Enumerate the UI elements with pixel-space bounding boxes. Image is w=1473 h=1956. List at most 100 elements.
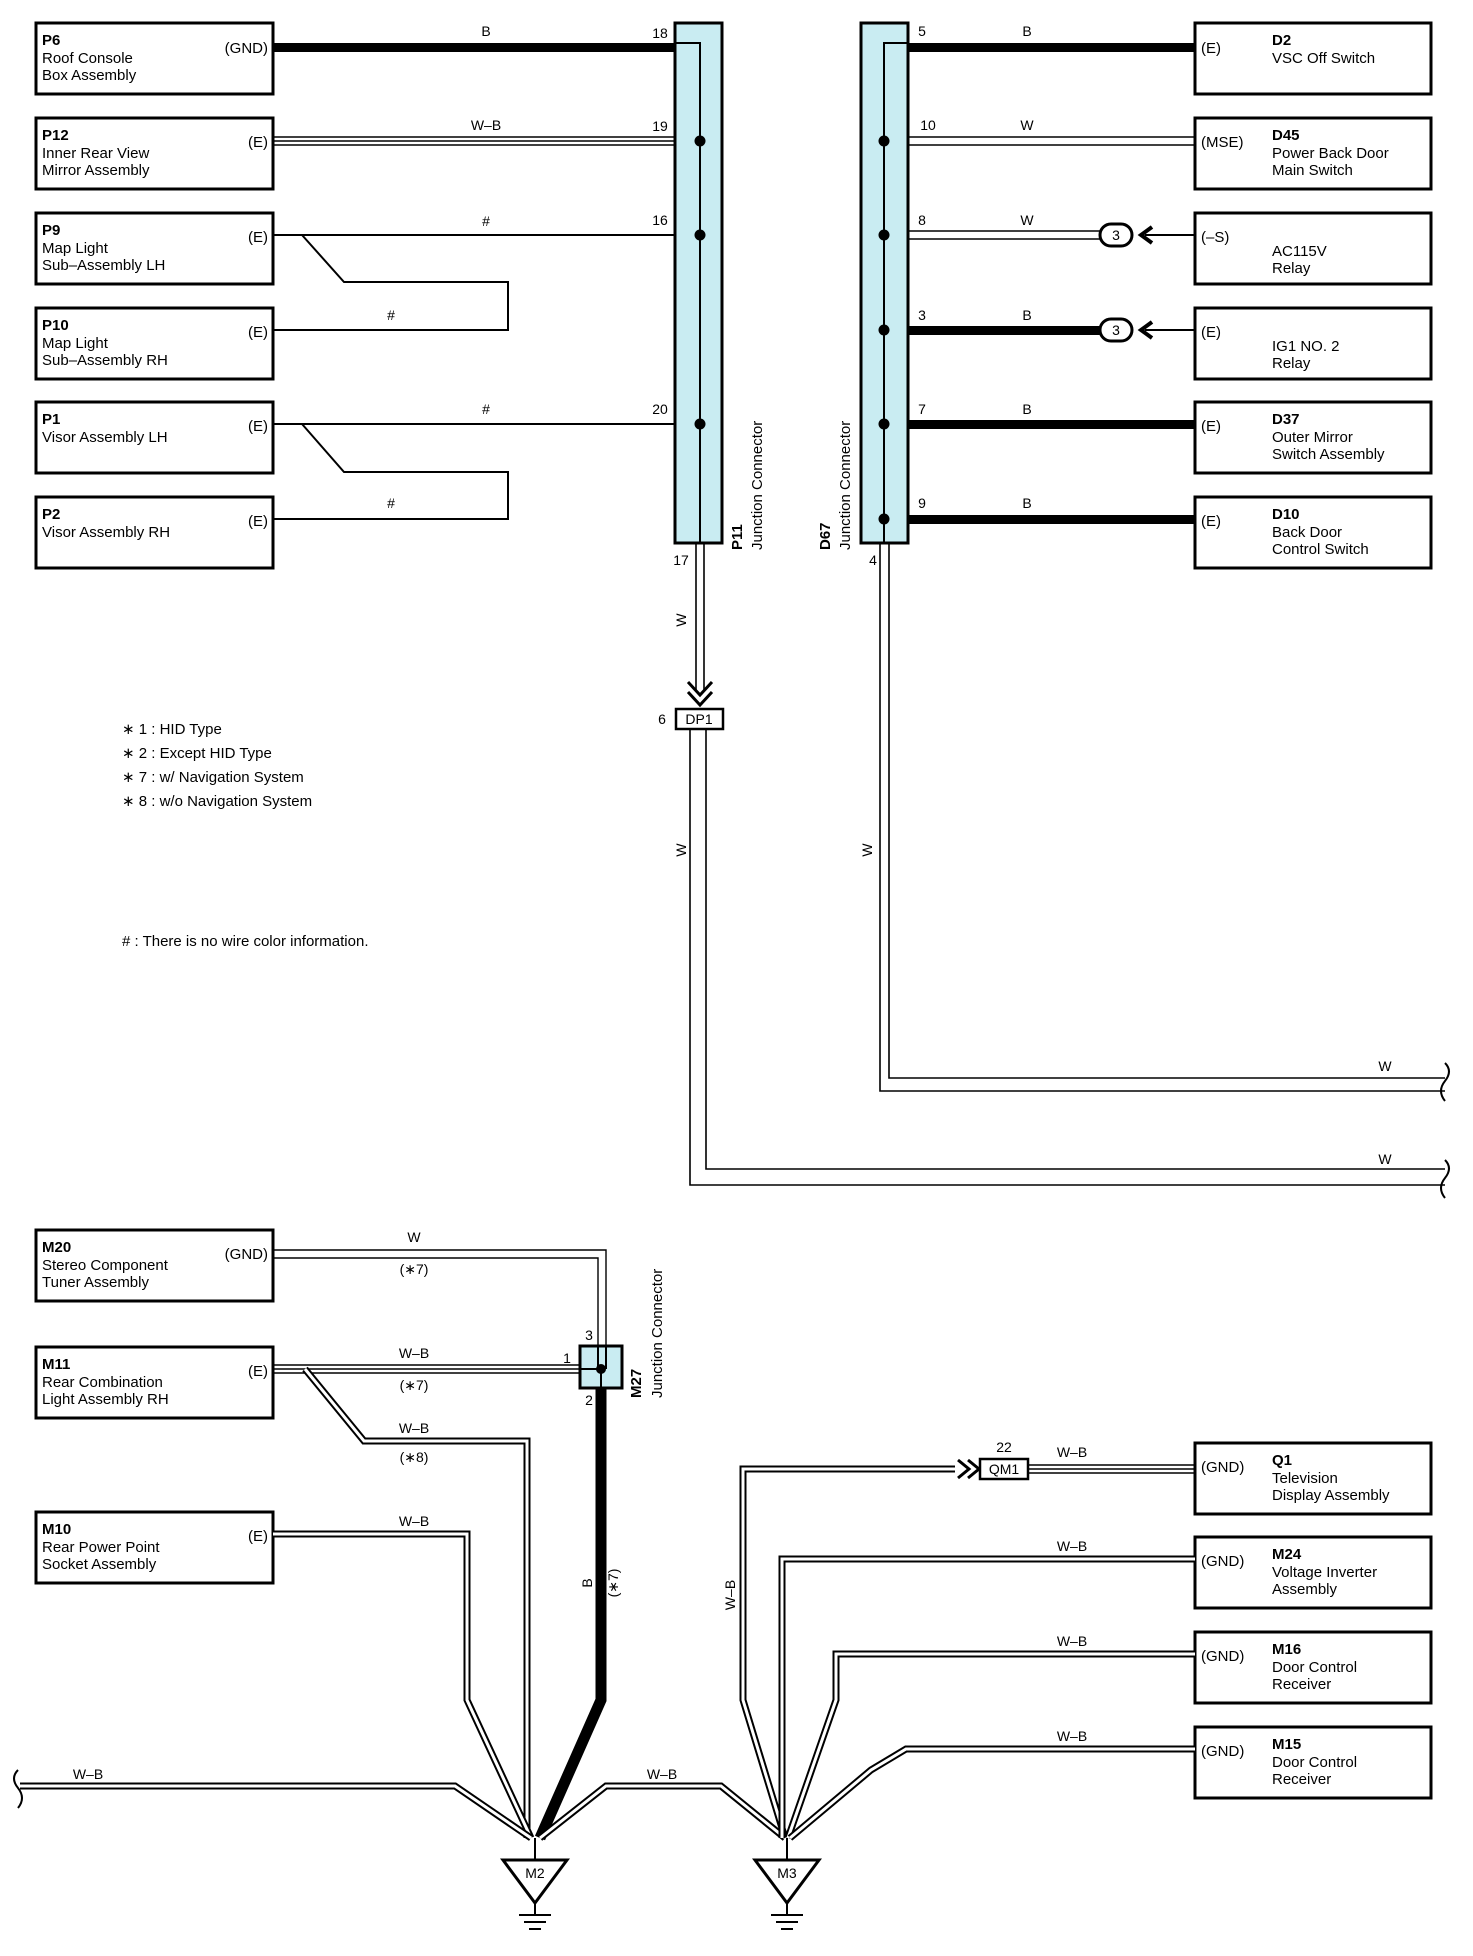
svg-text:D67: D67 [817,522,834,550]
component-p1[interactable]: P1 Visor Assembly LH (E) [34,400,275,475]
svg-text:W: W [1378,1151,1392,1167]
svg-text:3: 3 [585,1327,593,1343]
svg-text:8: 8 [918,212,926,228]
svg-text:P11: P11 [729,524,746,550]
component-p10[interactable]: P10 Map Light Sub–Assembly RH (E) [34,306,275,381]
svg-text:Junction Connector: Junction Connector [837,421,854,550]
continuation-mark [1440,1159,1450,1199]
svg-text:DP1: DP1 [685,711,712,727]
svg-text:Back Door: Back Door [1272,524,1342,541]
svg-text:# : There is no wire color inf: # : There is no wire color information. [122,933,369,950]
svg-text:Sub–Assembly RH: Sub–Assembly RH [42,352,168,369]
inline-connector-ig1[interactable]: 3 [1098,317,1195,343]
component-p2[interactable]: P2 Visor Assembly RH (E) [34,495,275,570]
svg-text:Map Light: Map Light [42,335,109,352]
component-ac115v-relay[interactable]: (–S) AC115V Relay [1193,211,1433,286]
svg-text:M3: M3 [777,1865,797,1881]
wire-p6-b [273,43,675,52]
component-p6[interactable]: P6 Roof Console Box Assembly (GND) [34,21,275,96]
svg-text:Voltage Inverter: Voltage Inverter [1272,1564,1377,1581]
svg-text:W: W [673,843,689,857]
svg-text:Roof Console: Roof Console [42,50,133,67]
svg-text:AC115V: AC115V [1272,243,1327,260]
svg-text:M16: M16 [1272,1641,1301,1658]
svg-text:#: # [387,307,395,323]
component-m11[interactable]: M11 Rear Combination Light Assembly RH (… [34,1345,275,1420]
svg-text:Switch Assembly: Switch Assembly [1272,446,1385,463]
component-m20[interactable]: M20 Stereo Component Tuner Assembly (GND… [34,1228,275,1303]
d67-wire-labels: B W W B B B [1020,23,1034,511]
component-d10[interactable]: (E) D10 Back Door Control Switch [1193,495,1433,570]
svg-text:Door Control: Door Control [1272,1659,1357,1676]
svg-text:(∗7): (∗7) [605,1569,621,1598]
wires-p11-side [273,43,700,520]
wire-m24: W–B [778,1538,1195,1838]
component-m10[interactable]: M10 Rear Power Point Socket Assembly (E) [34,1510,275,1585]
svg-text:Relay: Relay [1272,260,1311,277]
svg-text:(E): (E) [248,324,268,341]
component-m15[interactable]: (GND) M15 Door Control Receiver [1193,1725,1433,1800]
component-m16[interactable]: (GND) M16 Door Control Receiver [1193,1630,1433,1705]
connector-dp1[interactable]: DP1 6 [658,707,725,731]
junction-m27[interactable]: 3 1 2 M27 Junction Connector [563,1269,666,1408]
component-d37[interactable]: (E) D37 Outer Mirror Switch Assembly [1193,400,1433,475]
svg-text:22: 22 [996,1439,1012,1455]
svg-text:M2: M2 [525,1865,545,1881]
svg-text:Junction Connector: Junction Connector [749,421,766,550]
svg-text:W–B: W–B [73,1766,103,1782]
component-p9[interactable]: P9 Map Light Sub–Assembly LH (E) [34,211,275,286]
continuation-mark [13,1769,23,1809]
svg-text:Main Switch: Main Switch [1272,162,1353,179]
connector-qm1[interactable]: QM1 22 [978,1439,1030,1481]
svg-text:3: 3 [1112,322,1120,338]
component-d45[interactable]: (MSE) D45 Power Back Door Main Switch [1193,116,1433,191]
wire-m2-to-m3: W–B [537,1766,788,1841]
svg-text:B: B [1022,307,1031,323]
svg-text:#: # [387,495,395,511]
component-ig1-relay[interactable]: (E) IG1 NO. 2 Relay [1193,306,1433,381]
junction-d67[interactable]: 5 10 8 3 7 9 4 D67 Junction Connector [817,21,936,568]
svg-text:W: W [407,1229,421,1245]
wire-m15: W–B [787,1728,1195,1841]
svg-text:D37: D37 [1272,411,1300,428]
ground-m2[interactable]: M2 [500,1838,570,1930]
component-q1[interactable]: (GND) Q1 Television Display Assembly [1193,1441,1433,1516]
svg-text:Tuner Assembly: Tuner Assembly [42,1274,149,1291]
component-p12[interactable]: P12 Inner Rear View Mirror Assembly (E) [34,116,275,191]
svg-text:(GND): (GND) [1201,1648,1244,1665]
svg-text:(MSE): (MSE) [1201,134,1244,151]
svg-text:(E): (E) [248,1528,268,1545]
svg-text:VSC Off Switch: VSC Off Switch [1272,50,1375,67]
svg-text:4: 4 [869,552,877,568]
svg-text:(∗8): (∗8) [400,1449,429,1465]
svg-text:Sub–Assembly LH: Sub–Assembly LH [42,257,165,274]
wire-d2-b [884,43,1195,52]
svg-text:M20: M20 [42,1239,71,1256]
svg-text:Visor Assembly RH: Visor Assembly RH [42,524,170,541]
component-m24[interactable]: (GND) M24 Voltage Inverter Assembly [1193,1535,1433,1610]
ground-m3[interactable]: M3 [752,1838,822,1930]
wire-left-to-m2: W–B [13,1766,533,1841]
svg-text:7: 7 [918,401,926,417]
svg-text:Control Switch: Control Switch [1272,541,1369,558]
splice-dot [694,229,706,241]
svg-text:1: 1 [563,1350,571,1366]
svg-text:P12: P12 [42,127,69,144]
svg-text:W–B: W–B [399,1420,429,1436]
svg-text:IG1 NO. 2: IG1 NO. 2 [1272,338,1340,355]
svg-text:W–B: W–B [1057,1538,1087,1554]
svg-text:#: # [482,401,490,417]
svg-text:W–B: W–B [399,1345,429,1361]
svg-text:Junction Connector: Junction Connector [649,1269,666,1398]
svg-text:∗ 2 : Except HID Type: ∗ 2 : Except HID Type [122,745,272,762]
svg-text:(∗7): (∗7) [400,1377,429,1393]
svg-text:17: 17 [673,552,689,568]
component-d2[interactable]: (E) D2 VSC Off Switch [1193,21,1433,96]
svg-text:B: B [1022,23,1031,39]
splice-dot [878,229,890,241]
junction-p11[interactable]: 18 19 16 20 17 P11 Junction Connector [652,21,766,568]
svg-text:P1: P1 [42,411,60,428]
svg-text:M15: M15 [1272,1736,1301,1753]
svg-text:(E): (E) [1201,324,1221,341]
inline-connector-ac115v[interactable]: 3 [1098,222,1195,248]
